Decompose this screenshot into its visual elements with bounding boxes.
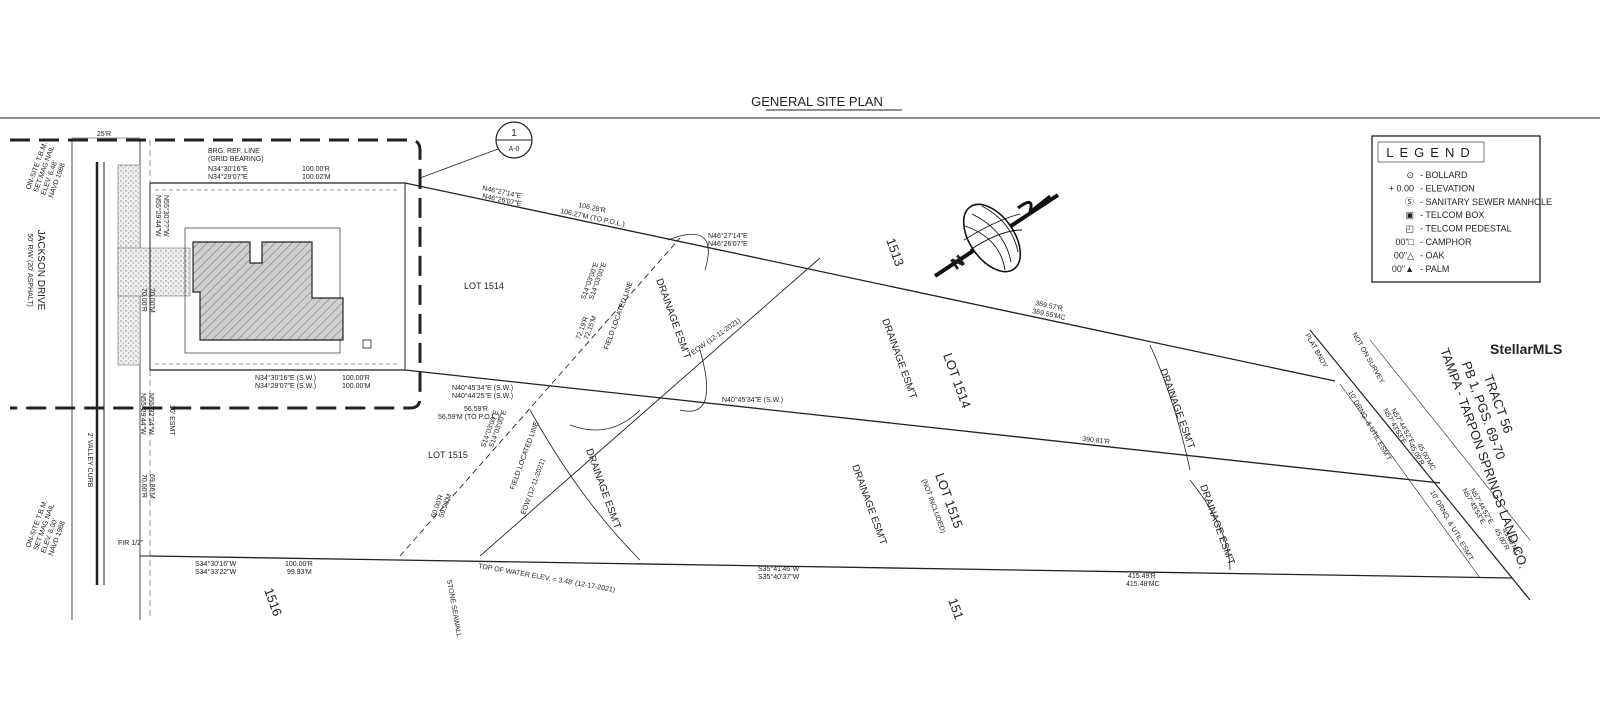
water-elev-note: TOP OF WATER ELEV. = 3.48' (12-17-2021) — [478, 563, 616, 594]
drainage-easement-arcs — [529, 233, 1231, 571]
elevation-symbol: + 0.00 — [1389, 183, 1414, 193]
mid-bearing-m: N40°44'25"E (S.W.) — [452, 392, 513, 400]
telcom-box-symbol: ▣ — [1405, 210, 1414, 220]
telcom-pedestal-symbol: ◰ — [1405, 224, 1414, 234]
side-top-bearing-m: N55°30'??"W — [162, 195, 170, 237]
mid-front-bearing-m: N34°29'07"E (S.W.) — [255, 382, 316, 390]
eow-note-1: EOW (12-11-2021) — [690, 317, 742, 356]
mid-bearing-label: N40°45'34"E (S.W.) — [722, 396, 783, 404]
street-row: 50' R/W (20' ASPHALT) — [26, 233, 33, 306]
road-setback-label: 25'R — [97, 131, 111, 138]
bot-long-bearing-m: S35°40'37"W — [758, 573, 800, 581]
top-front-dist-r: 100.00'R — [302, 166, 330, 173]
field-line-note-1: FIELD LOCATED LINE — [603, 280, 634, 350]
ten-foot-esmt-note: 10' ESMT — [168, 405, 175, 436]
mid-front-dist-r: 100.00'R — [342, 375, 370, 382]
mid-bearing-r: N40°45'34"E (S.W.) — [452, 384, 513, 392]
mid-front-dist-m: 100.00'M — [342, 383, 371, 390]
detail-bubble-sheet: A-0 — [509, 146, 520, 153]
legend-item-label: - TELCOM BOX — [1420, 210, 1484, 220]
drainage-easement-label: DRAINAGE ESM'T — [879, 317, 918, 400]
not-on-survey-note: NOT ON SURVEY — [1350, 332, 1385, 386]
seawall-note: STONE SEAWALL — [445, 579, 462, 638]
legend-item-label: - SANITARY SEWER MANHOLE — [1420, 197, 1552, 207]
drainage-easement-label: DRAINAGE ESM'T — [583, 447, 622, 530]
n1b-bearing-m: N46°26'07"E — [708, 240, 748, 248]
bot-long-dist-r: 415.49'R — [1128, 573, 1156, 580]
legend-panel: LEGEND ⊙ - BOLLARD + 0.00 - ELEVATION Ⓢ - SAN… — [1371, 135, 1552, 283]
legend-item-label: - PALM — [1420, 264, 1449, 274]
top-front-bearing-m: N34°29'07"E — [208, 173, 248, 181]
palm-symbol: 00"▲ — [1392, 264, 1414, 274]
north-arrow-icon: N — [933, 193, 1060, 278]
brg-ref-line-1: BRG. REF. LINE — [208, 148, 260, 155]
side-top-dist-m: 70.00'M — [148, 288, 155, 313]
legend-item-label: - ELEVATION — [1420, 183, 1475, 193]
brg-ref-line-2: (GRID BEARING) — [208, 156, 264, 163]
lot-1515-label: LOT 1515 — [428, 450, 468, 460]
manhole-symbol: Ⓢ — [1405, 197, 1414, 207]
tbm-bottom-note: ON-SITE T.B.M. SET MAG NAIL ELEV. 6.00' … — [25, 499, 67, 557]
bot-long-dist-m: 415.48'MC — [1126, 581, 1160, 588]
legend-item-label: - TELCOM PEDESTAL — [1420, 224, 1512, 234]
side-bot-dist-m: 69.86'M — [148, 474, 155, 499]
mid-front-bearing-r: N34°30'16"E (S.W.) — [255, 374, 316, 382]
bot-dist-r: 100.00'R — [285, 561, 313, 568]
legend-item-label: - BOLLARD — [1420, 170, 1468, 180]
street-name-group: JACKSON DRIVE 50' R/W (20' ASPHALT) — [26, 230, 46, 311]
side-top-bearing-r: N55°29'44"W — [154, 195, 162, 237]
mid-dist-r: 56.59'R — [464, 406, 488, 413]
utility-esmt-note-1: 10' DRNG. & UTIL ESM'T — [1346, 390, 1392, 463]
lot-1513-label: 1513 — [883, 236, 907, 268]
mid-dist-m: 56.59'M (TO P.O.L.) — [438, 414, 500, 421]
detail-bubble-number: 1 — [511, 128, 517, 139]
sheet-title: GENERAL SITE PLAN — [751, 94, 883, 109]
lot-1514-large-label: LOT 1514 — [940, 351, 974, 410]
bollard-symbol: ⊙ — [1406, 170, 1414, 180]
camphor-symbol: 00"□ — [1395, 237, 1414, 247]
top-front-dist-m: 100.02'M — [302, 174, 331, 181]
mid-long-dist: 390.81'R — [1082, 436, 1110, 446]
oak-symbol: 00"△ — [1394, 250, 1414, 260]
jackson-drive-road — [71, 137, 151, 620]
side-bot-bearing-r: N55°29'44"W — [139, 393, 147, 435]
drainage-easement-label: DRAINAGE ESM'T — [849, 463, 888, 546]
drainage-easement-label: DRAINAGE ESM'T — [653, 277, 692, 360]
detail-boundary — [10, 138, 422, 410]
lot-1516-label: 1516 — [261, 586, 285, 618]
valley-curb-label: 2' VALLEY CURB — [86, 433, 93, 488]
n1b-bearing-r: N46°27'14"E — [708, 232, 748, 240]
watermark: StellarMLS — [1490, 341, 1562, 357]
bot-dist-m: 99.93'M — [287, 569, 312, 576]
lot-151-label: 151 — [945, 596, 967, 622]
driveway — [117, 247, 191, 297]
drainage-easement-label: DRAINAGE ESM'T — [1197, 483, 1236, 566]
lot-1514-label: LOT 1514 — [464, 281, 504, 291]
drainage-easement-label: DRAINAGE ESM'T — [1157, 367, 1196, 450]
parcel-lines — [140, 182, 1531, 601]
legend-item-label: - OAK — [1420, 250, 1445, 260]
street-name: JACKSON DRIVE — [35, 230, 46, 311]
top-front-bearing-r: N34°30'16"E — [208, 165, 248, 173]
tbm-top-note: ON-SITE T.B.M. SET MAG NAIL ELEV. 6.48' … — [25, 141, 67, 199]
side-bot-bearing-m: N55°32'24"W — [147, 393, 155, 435]
side-top-dist-r: 70.00'R — [140, 288, 147, 312]
detail-bubble: 1 A-0 — [419, 121, 533, 179]
legend-item-label: - CAMPHOR — [1420, 237, 1472, 247]
bot-long-bearing-r: S35°41'46"W — [758, 565, 800, 573]
legend-heading: LEGEND — [1386, 145, 1475, 160]
side-bot-dist-r: 70.00'R — [140, 474, 147, 498]
bot-bearing-r: S34°30'16"W — [195, 560, 237, 568]
house-footprint — [184, 227, 372, 354]
bot-bearing-m: S34°33'22"W — [195, 568, 237, 576]
fir-note: FIR 1/2" — [118, 540, 144, 547]
